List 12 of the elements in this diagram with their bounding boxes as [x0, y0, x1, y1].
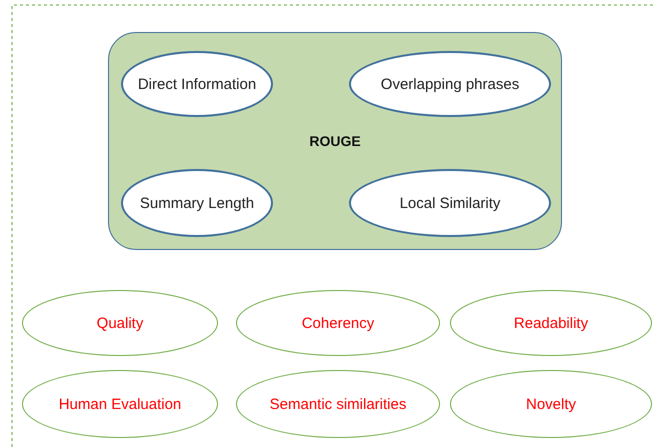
node-label: Local Similarity [398, 194, 502, 214]
group-panel [108, 32, 562, 250]
node-label: Coherency [300, 314, 376, 334]
node-label: Summary Length [138, 194, 256, 214]
node-label: Overlapping phrases [380, 74, 520, 94]
node-label: Readability [512, 314, 590, 334]
node-label: Semantic similarities [268, 394, 408, 414]
node-label: Novelty [524, 394, 578, 414]
panel-title: ROUGE [308, 133, 362, 149]
node-label: Direct Information [136, 74, 258, 94]
node-label: Quality [96, 314, 144, 334]
node-label: Human Evaluation [58, 394, 182, 414]
